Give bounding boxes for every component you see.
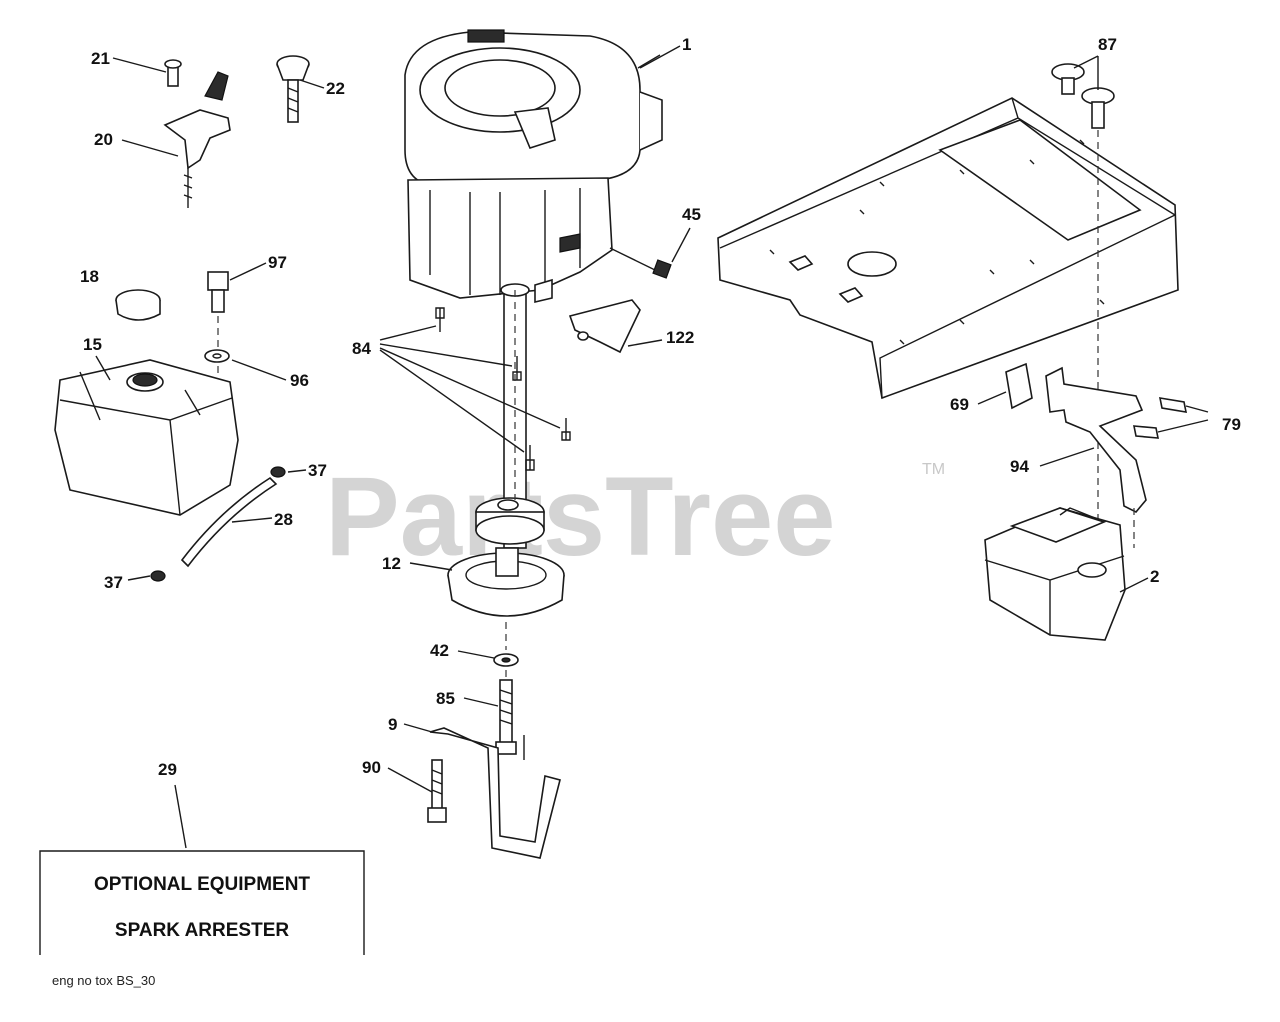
callout-90: 90 bbox=[362, 758, 381, 777]
washer-96 bbox=[204, 349, 230, 363]
callout-15: 15 bbox=[83, 335, 102, 354]
throttle-control-20 bbox=[163, 71, 231, 208]
gasket-69 bbox=[1005, 362, 1033, 410]
screw-21 bbox=[164, 59, 182, 87]
watermark-trademark: TM bbox=[922, 461, 945, 478]
callout-9: 9 bbox=[388, 715, 397, 734]
callout-79: 79 bbox=[1222, 415, 1241, 434]
callout-96: 96 bbox=[290, 371, 309, 390]
callout-22: 22 bbox=[326, 79, 345, 98]
bolts-84 bbox=[379, 307, 571, 471]
callout-37-lower: 37 bbox=[104, 573, 123, 592]
chassis-frame bbox=[717, 97, 1179, 400]
callout-69: 69 bbox=[950, 395, 969, 414]
bolt-85 bbox=[495, 679, 517, 755]
callout-2: 2 bbox=[1150, 567, 1159, 586]
callout-85: 85 bbox=[436, 689, 455, 708]
box-line-2: SPARK ARRESTER bbox=[115, 920, 289, 941]
callout-37-upper: 37 bbox=[308, 461, 327, 480]
knob-87-b bbox=[1081, 87, 1115, 129]
leader-lines bbox=[95, 45, 1149, 849]
engine-drawing bbox=[404, 29, 672, 299]
callout-29: 29 bbox=[158, 760, 177, 779]
callout-84: 84 bbox=[352, 339, 371, 358]
bolt-97 bbox=[207, 271, 229, 313]
knob-22 bbox=[276, 55, 310, 123]
callout-28: 28 bbox=[274, 510, 293, 529]
box-line-1: OPTIONAL EQUIPMENT bbox=[94, 874, 310, 895]
muffler-2 bbox=[984, 507, 1126, 641]
bolts-79 bbox=[1133, 397, 1209, 439]
crankshaft-drawing bbox=[500, 278, 641, 549]
callout-18: 18 bbox=[80, 267, 99, 286]
diagram-code: eng no tox BS_30 bbox=[52, 973, 155, 988]
fuel-cap-18 bbox=[115, 289, 161, 321]
clamp-37-lower bbox=[150, 570, 166, 582]
fuel-line-28 bbox=[180, 476, 278, 568]
callout-94: 94 bbox=[1010, 457, 1029, 476]
pulley-12 bbox=[447, 497, 565, 617]
washer-42 bbox=[493, 653, 519, 667]
knob-87-a bbox=[1051, 63, 1085, 95]
fuel-tank-15 bbox=[54, 359, 239, 516]
exhaust-pipe-94 bbox=[1045, 366, 1147, 513]
callout-1: 1 bbox=[682, 35, 691, 54]
callout-42: 42 bbox=[430, 641, 449, 660]
optional-equipment-box: OPTIONAL EQUIPMENT SPARK ARRESTER bbox=[39, 850, 365, 955]
callout-87: 87 bbox=[1098, 35, 1117, 54]
callout-20: 20 bbox=[94, 130, 113, 149]
callout-45: 45 bbox=[682, 205, 701, 224]
callout-12: 12 bbox=[382, 554, 401, 573]
callout-21: 21 bbox=[91, 49, 110, 68]
callout-122: 122 bbox=[666, 328, 694, 347]
callout-97: 97 bbox=[268, 253, 287, 272]
bolt-90 bbox=[427, 759, 447, 823]
watermark: PartsTree bbox=[325, 454, 836, 579]
clamp-37-upper bbox=[270, 466, 286, 478]
bracket-9 bbox=[429, 727, 561, 859]
